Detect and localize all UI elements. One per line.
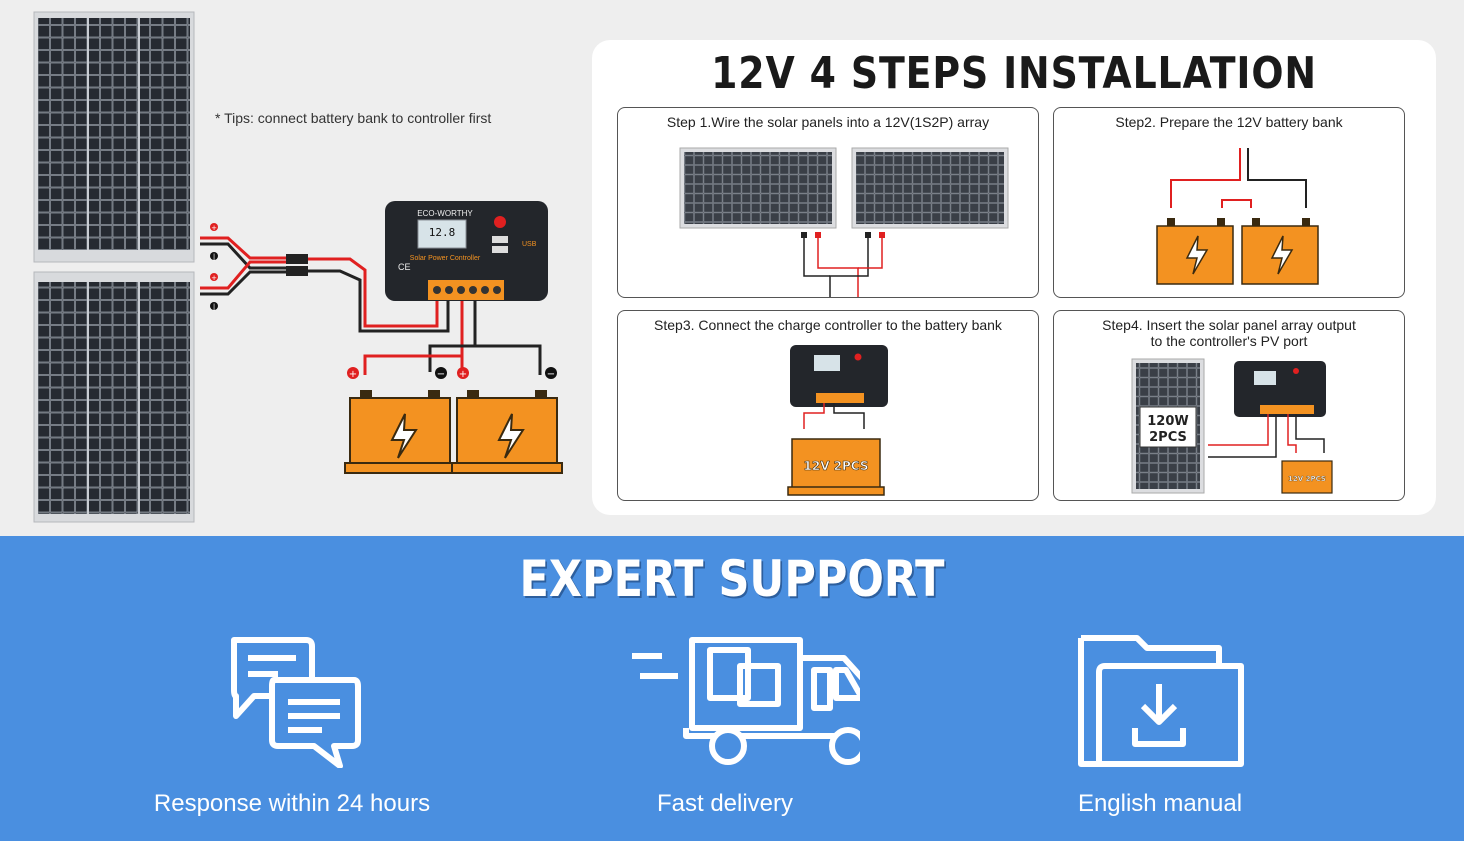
controller-usb-label: USB <box>522 241 537 248</box>
installation-title: 12V 4 STEPS INSTALLATION <box>711 48 1317 99</box>
step-1-diagram <box>679 147 1009 297</box>
feature-manual: English manual <box>980 628 1340 817</box>
expert-support-section: EXPERT SUPPORT Response within 24 hours … <box>0 536 1464 841</box>
wiring-diagram: + | + | <box>0 0 590 536</box>
support-title: EXPERT SUPPORT <box>519 550 945 608</box>
step-4-label: Step4. Insert the solar panel array outp… <box>1102 317 1356 349</box>
delivery-truck-icon <box>632 637 860 765</box>
folder-download-icon <box>1078 635 1244 767</box>
solar-panel-1 <box>33 11 195 263</box>
solar-panel-2 <box>33 271 195 523</box>
svg-text:|: | <box>213 253 215 261</box>
svg-text:|: | <box>213 303 215 311</box>
step-2-diagram <box>1156 148 1319 285</box>
installation-card: 12V 4 STEPS INSTALLATION Step 1.Wire the… <box>592 40 1436 515</box>
svg-text:+: + <box>349 369 357 380</box>
step-3-label: Step3. Connect the charge controller to … <box>654 317 1002 333</box>
step-1-label: Step 1.Wire the solar panels into a 12V(… <box>666 114 990 130</box>
svg-text:−: − <box>547 369 555 380</box>
step-4-panel-count: 2PCS <box>1149 430 1187 445</box>
step-3: Step3. Connect the charge controller to … <box>617 310 1039 501</box>
tips-text: * Tips: connect battery bank to controll… <box>215 110 492 126</box>
controller-display: 12.8 <box>429 226 456 239</box>
step-4-panel-wattage: 120W <box>1147 414 1188 429</box>
controller-button <box>494 216 506 228</box>
step-2: Step2. Prepare the 12V battery bank <box>1053 107 1405 298</box>
feature-response: Response within 24 hours <box>112 628 472 817</box>
installation-section: + | + | <box>0 0 1436 536</box>
svg-text:+: + <box>211 224 217 232</box>
controller-name: Solar Power Controller <box>410 255 481 262</box>
chat-bubbles-icon <box>231 637 361 768</box>
step-3-diagram: 12V 2PCS <box>787 345 888 496</box>
feature-response-label: Response within 24 hours <box>153 790 431 817</box>
step-3-battery-label: 12V 2PCS <box>804 459 869 473</box>
wiring-diagram-graphic: + | + | <box>33 11 563 523</box>
step-4-diagram: 120W 2PCS 12V 2PCS <box>1131 358 1333 494</box>
battery-2 <box>451 390 563 474</box>
battery-1 <box>344 390 456 474</box>
controller-brand: ECO-WORTHY <box>417 209 473 218</box>
svg-text:−: − <box>437 369 445 380</box>
step-1: Step 1.Wire the solar panels into a 12V(… <box>617 107 1039 298</box>
feature-delivery: Fast delivery <box>545 628 905 817</box>
feature-manual-label: English manual <box>1077 790 1243 817</box>
controller-ce-mark: CE <box>398 262 411 272</box>
step-2-label: Step2. Prepare the 12V battery bank <box>1115 114 1343 130</box>
feature-delivery-label: Fast delivery <box>656 790 794 817</box>
charge-controller: 12.8 ECO-WORTHY Solar Power Controller C… <box>385 201 548 301</box>
step-4-battery-label: 12V 2PCS <box>1288 475 1326 483</box>
svg-text:+: + <box>211 274 217 282</box>
step-4: Step4. Insert the solar panel array outp… <box>1053 310 1405 501</box>
svg-text:+: + <box>459 369 467 380</box>
